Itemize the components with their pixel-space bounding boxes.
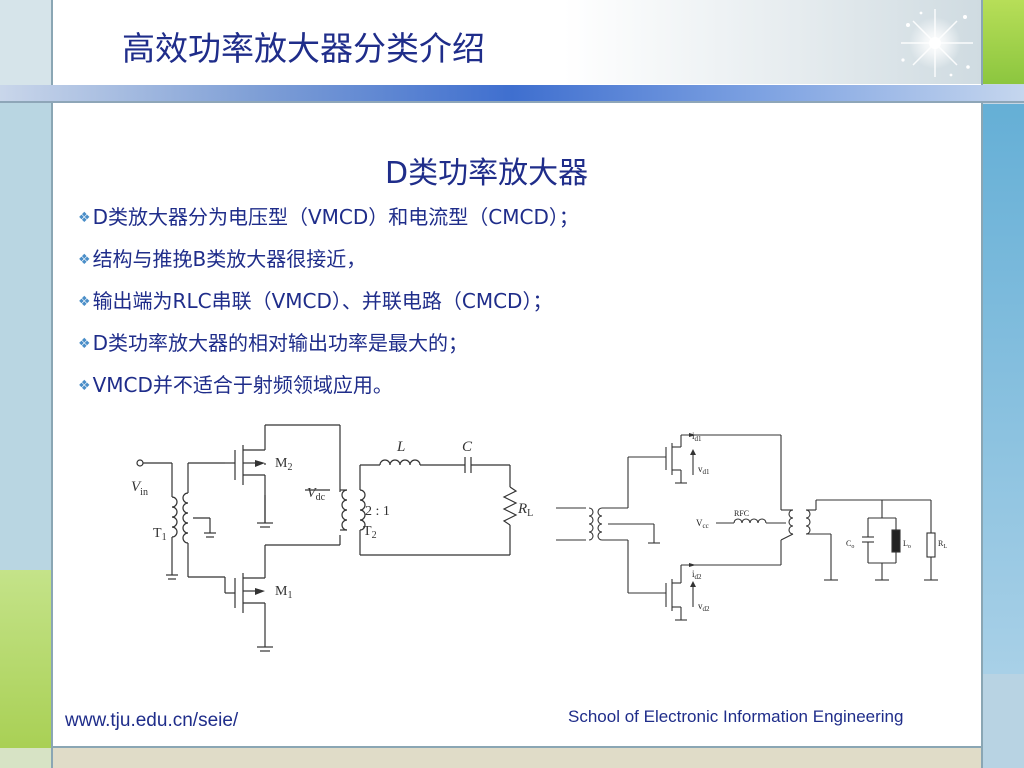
bullet-item: ❖VMCD并不适合于射频领域应用。	[78, 373, 393, 397]
header-gradient-bar	[0, 85, 1024, 101]
svg-text:Vcc: Vcc	[696, 518, 709, 530]
svg-text:T1: T1	[153, 526, 167, 543]
bullet-item: ❖输出端为RLC串联（VMCD）、并联电路（CMCD）；	[78, 289, 553, 313]
bullet-item: ❖D类功率放大器的相对输出功率是最大的；	[78, 331, 468, 355]
left-band-bottom	[0, 748, 51, 768]
left-band-middle	[0, 100, 51, 570]
right-divider	[981, 0, 983, 768]
diamond-bullet-icon: ❖	[78, 294, 91, 310]
svg-text:M2: M2	[275, 456, 292, 473]
left-band-top	[0, 0, 51, 100]
svg-text:RFC: RFC	[734, 509, 749, 518]
footer-url[interactable]: www.tju.edu.cn/seie/	[65, 710, 239, 731]
footer-divider	[53, 746, 981, 748]
slide-header	[53, 0, 981, 84]
left-divider	[51, 0, 53, 768]
svg-text:RL: RL	[938, 539, 947, 550]
svg-text:vd2: vd2	[698, 601, 710, 613]
header-divider	[0, 101, 1024, 103]
svg-text:Vin: Vin	[131, 479, 148, 498]
diamond-bullet-icon: ❖	[78, 252, 91, 268]
svg-text:id2: id2	[692, 569, 702, 581]
current-mode-class-d-circuit: id1 vd1 RFC Vcc id2 vd2 Co Lo RL	[556, 431, 947, 621]
footer-school-name: School of Electronic Information Enginee…	[568, 707, 904, 726]
left-band-green	[0, 570, 51, 748]
svg-text:2 : 1: 2 : 1	[365, 504, 390, 519]
svg-text:C: C	[462, 439, 473, 455]
voltage-mode-class-d-circuit: Vin T1 M2 M1 Vdc 2 : 1 T2 L C RL	[115, 405, 545, 667]
bullet-item: ❖D类放大器分为电压型（VMCD）和电流型（CMCD）；	[78, 205, 579, 229]
right-band-blue	[983, 104, 1024, 674]
svg-text:M1: M1	[275, 584, 292, 601]
right-band-green	[983, 0, 1024, 84]
svg-text:T2: T2	[363, 524, 377, 541]
svg-text:Co: Co	[846, 539, 854, 550]
svg-text:Lo: Lo	[903, 539, 911, 550]
bullet-list: ❖D类放大器分为电压型（VMCD）和电流型（CMCD）； ❖结构与推挽B类放大器…	[78, 196, 579, 406]
sparkle-icon	[901, 9, 973, 77]
diamond-bullet-icon: ❖	[78, 378, 91, 394]
svg-text:id1: id1	[692, 431, 702, 443]
svg-text:vd1: vd1	[698, 464, 710, 476]
svg-text:L: L	[396, 439, 405, 455]
footer-band	[53, 748, 981, 768]
svg-text:RL: RL	[517, 501, 533, 519]
svg-text:Vdc: Vdc	[307, 486, 326, 503]
slide-subtitle: D类功率放大器	[385, 156, 589, 191]
bullet-item: ❖结构与推挽B类放大器很接近，	[78, 247, 367, 271]
slide-title: 高效功率放大器分类介绍	[122, 29, 485, 68]
diamond-bullet-icon: ❖	[78, 336, 91, 352]
diamond-bullet-icon: ❖	[78, 210, 91, 226]
right-band-bottom	[983, 674, 1024, 768]
